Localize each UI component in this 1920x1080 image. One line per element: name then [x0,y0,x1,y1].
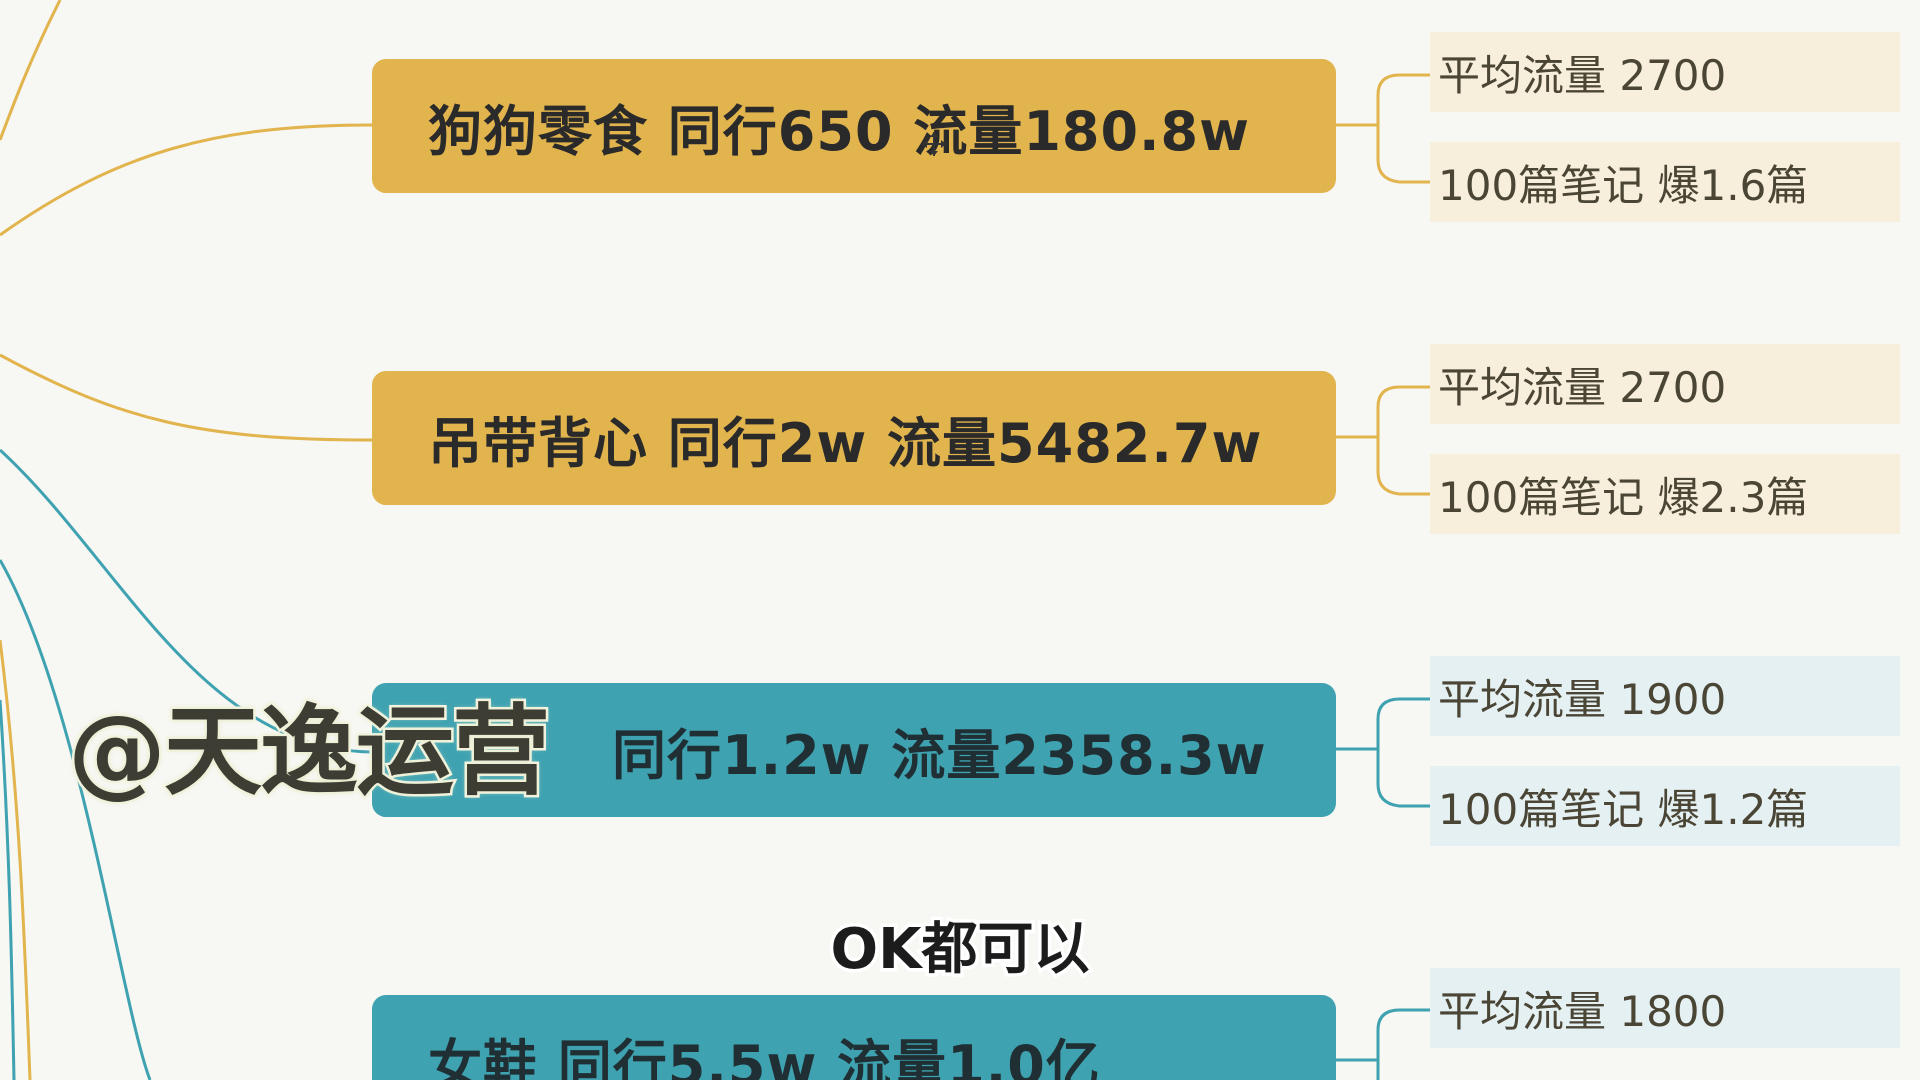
subtopic-avg-traffic[interactable]: 平均流量 1900 [1430,656,1900,736]
right-bracket [1336,385,1430,496]
trunk-line [0,639,32,1080]
right-bracket [1336,697,1430,808]
topic-label: 吊带背心 同行2w 流量5482.7w [428,411,1263,475]
move-cursor-icon [922,132,946,156]
subtopic-label: 平均流量 1900 [1438,674,1727,724]
subtopic-notes-hit[interactable]: 100篇笔记 爆1.2篇 [1430,766,1900,846]
video-subtitle: OK都可以 [827,914,1093,986]
right-bracket [1336,73,1430,184]
topic-node-womens-shoes[interactable]: 女鞋 同行5.5w 流量1.0亿 [372,995,1336,1080]
subtopic-label: 平均流量 2700 [1438,50,1727,100]
subtopic-label: 100篇笔记 爆2.3篇 [1438,472,1809,522]
subtopic-label: 平均流量 1800 [1438,986,1727,1036]
subtopic-notes-hit[interactable]: 100篇笔记 爆1.6篇 [1430,142,1900,222]
left-branch-curve [0,559,152,1080]
trunk-line [0,0,62,141]
topic-label: 女鞋 同行5.5w 流量1.0亿 [428,1034,1101,1080]
right-bracket [1336,1008,1430,1080]
subtopic-label: 100篇笔记 爆1.2篇 [1438,784,1809,834]
left-branch-curve [0,353,373,442]
topic-node-third[interactable]: 同行1.2w 流量2358.3w [372,683,1336,817]
subtopic-avg-traffic[interactable]: 平均流量 1800 [1430,968,1900,1048]
left-branch-curve [0,448,373,754]
topic-label: 狗狗零食 同行650 流量180.8w [428,99,1251,163]
topic-node-camisole[interactable]: 吊带背心 同行2w 流量5482.7w [372,371,1336,505]
subtopic-label: 100篇笔记 爆1.6篇 [1438,160,1809,210]
subtopic-avg-traffic[interactable]: 平均流量 2700 [1430,32,1900,112]
topic-node-dog-snacks[interactable]: 狗狗零食 同行650 流量180.8w [372,59,1336,193]
watermark-text: @天逸运营 [65,693,552,812]
subtopic-notes-hit[interactable]: 100篇笔记 爆2.3篇 [1430,454,1900,534]
trunk-line [0,699,16,1080]
subtopic-avg-traffic[interactable]: 平均流量 2700 [1430,344,1900,424]
topic-label: 同行1.2w 流量2358.3w [612,723,1267,787]
subtopic-label: 平均流量 2700 [1438,362,1727,412]
left-branch-curve [0,123,373,237]
